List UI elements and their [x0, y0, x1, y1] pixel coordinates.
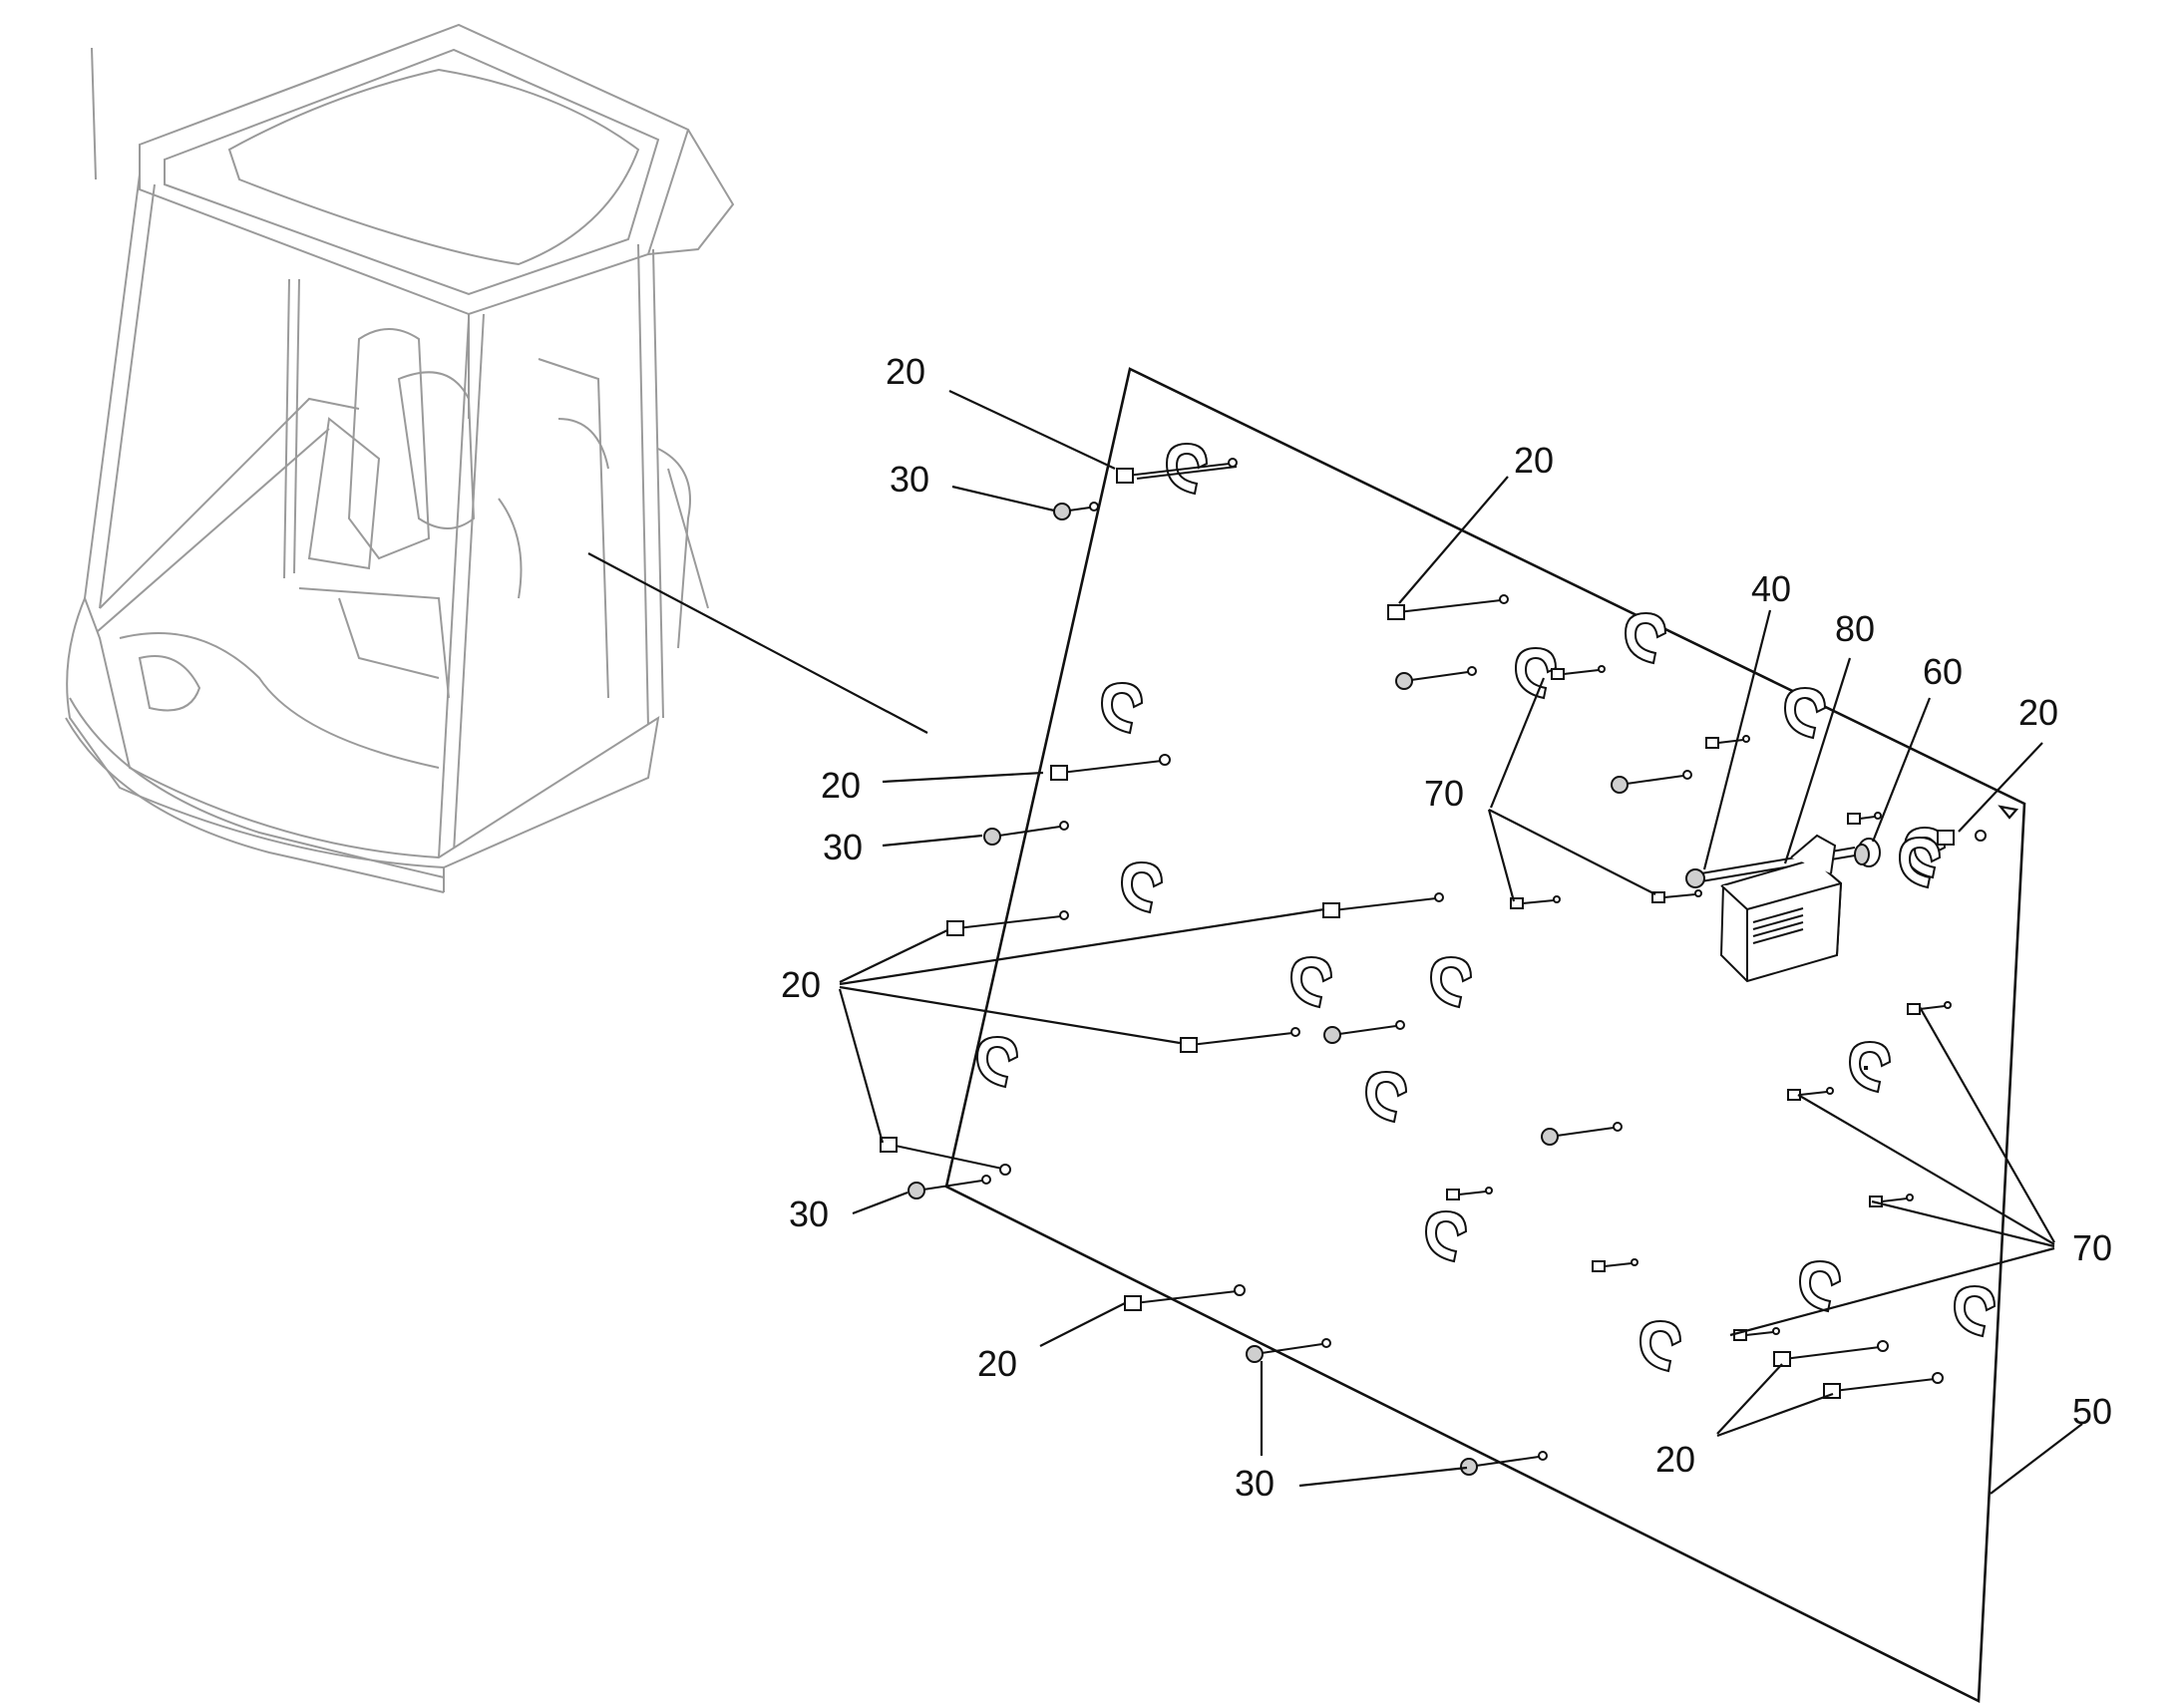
- clip-icon: [1100, 681, 1144, 735]
- screw-70-icon: [1907, 1001, 1952, 1015]
- nut-20-icon: [1387, 594, 1509, 620]
- screw-70-icon: [1446, 1187, 1493, 1200]
- nut-20-icon: [1136, 466, 1987, 846]
- nut-20-icon: [1823, 1372, 1944, 1399]
- clip-icon: [1953, 1284, 1997, 1338]
- clip-icon: [1848, 1040, 1892, 1094]
- control-module: [1685, 834, 1881, 983]
- clip-icon: [1514, 646, 1558, 700]
- callout-60: 60: [1923, 651, 1963, 692]
- printed-label-icon: [1752, 907, 1804, 944]
- clip-icon: [1783, 686, 1827, 740]
- bolt-icon: [1323, 1020, 1405, 1044]
- callout-80: 80: [1835, 608, 1875, 649]
- callout-70: 70: [1424, 773, 1464, 814]
- panel-50: [944, 367, 2026, 1704]
- clip-icon: [1429, 955, 1473, 1009]
- clip-icon: [1638, 1319, 1682, 1373]
- nut-20-icon: [1050, 754, 1171, 781]
- callout-20: 20: [2018, 692, 2058, 733]
- bolt-30-icon: [1460, 1451, 1548, 1476]
- nut-20-icon: [1124, 1284, 1246, 1311]
- callout-30: 30: [823, 827, 863, 867]
- screw-70-icon: [1592, 1258, 1638, 1272]
- callout-20: 20: [1655, 1439, 1695, 1480]
- callout-40: 40: [1751, 568, 1791, 609]
- callout-20: 20: [781, 964, 821, 1005]
- wire-clips: [975, 442, 1997, 1373]
- bolt-30-icon: [983, 821, 1069, 846]
- callout-labels: 20 30 20 40 80 60 20 20 30 70 20 30 20 3…: [781, 351, 2112, 1504]
- bolt-30-icon: [1246, 1338, 1331, 1363]
- callout-70: 70: [2072, 1227, 2112, 1268]
- clip-icon: [1120, 860, 1164, 914]
- screw-70-icon: [1733, 1327, 1780, 1341]
- antenna-icon: [91, 47, 97, 180]
- callout-20: 20: [977, 1343, 1017, 1384]
- clip-icon: [975, 1035, 1019, 1089]
- bolt-30-icon: [1053, 502, 1099, 520]
- bolt-30-icon: [908, 1175, 991, 1199]
- leader-lines: [838, 390, 2083, 1495]
- bolt-40-icon: [1685, 868, 1705, 888]
- clip-icon: [1364, 1070, 1408, 1124]
- callout-30: 30: [789, 1194, 829, 1234]
- screw-70-icon: [1705, 735, 1750, 749]
- bolt-icon: [1541, 1122, 1623, 1146]
- cab-assembly: [65, 23, 735, 893]
- clip-icon: [1624, 611, 1667, 665]
- cab-to-panel-leader: [587, 552, 928, 734]
- callout-20: 20: [886, 351, 925, 392]
- screw-70-icon: [1510, 895, 1561, 909]
- nut-20-icon: [880, 1137, 1011, 1176]
- screw-70-icon: [1847, 812, 1882, 825]
- clip-icon: [1898, 836, 1942, 889]
- clip-icon: [1424, 1209, 1468, 1263]
- nut-20-icon: [1773, 1340, 1889, 1367]
- nut-20-icon: [1180, 1027, 1300, 1053]
- bolt-icon: [1395, 666, 1477, 690]
- callout-50: 50: [2072, 1391, 2112, 1432]
- screw-70-icon: [1651, 889, 1702, 903]
- callout-20: 20: [821, 765, 861, 806]
- cab-roof: [139, 23, 690, 316]
- callout-30: 30: [1235, 1463, 1274, 1504]
- callout-30: 30: [890, 459, 929, 500]
- clip-icon: [1289, 955, 1333, 1009]
- callout-20: 20: [1514, 440, 1554, 481]
- bolt-icon: [1611, 770, 1692, 794]
- clip-icon: [1165, 442, 1209, 496]
- nut-20-icon: [946, 910, 1069, 936]
- screw-70-icon: [1864, 1066, 1868, 1070]
- screw-70-icon: [1551, 665, 1606, 680]
